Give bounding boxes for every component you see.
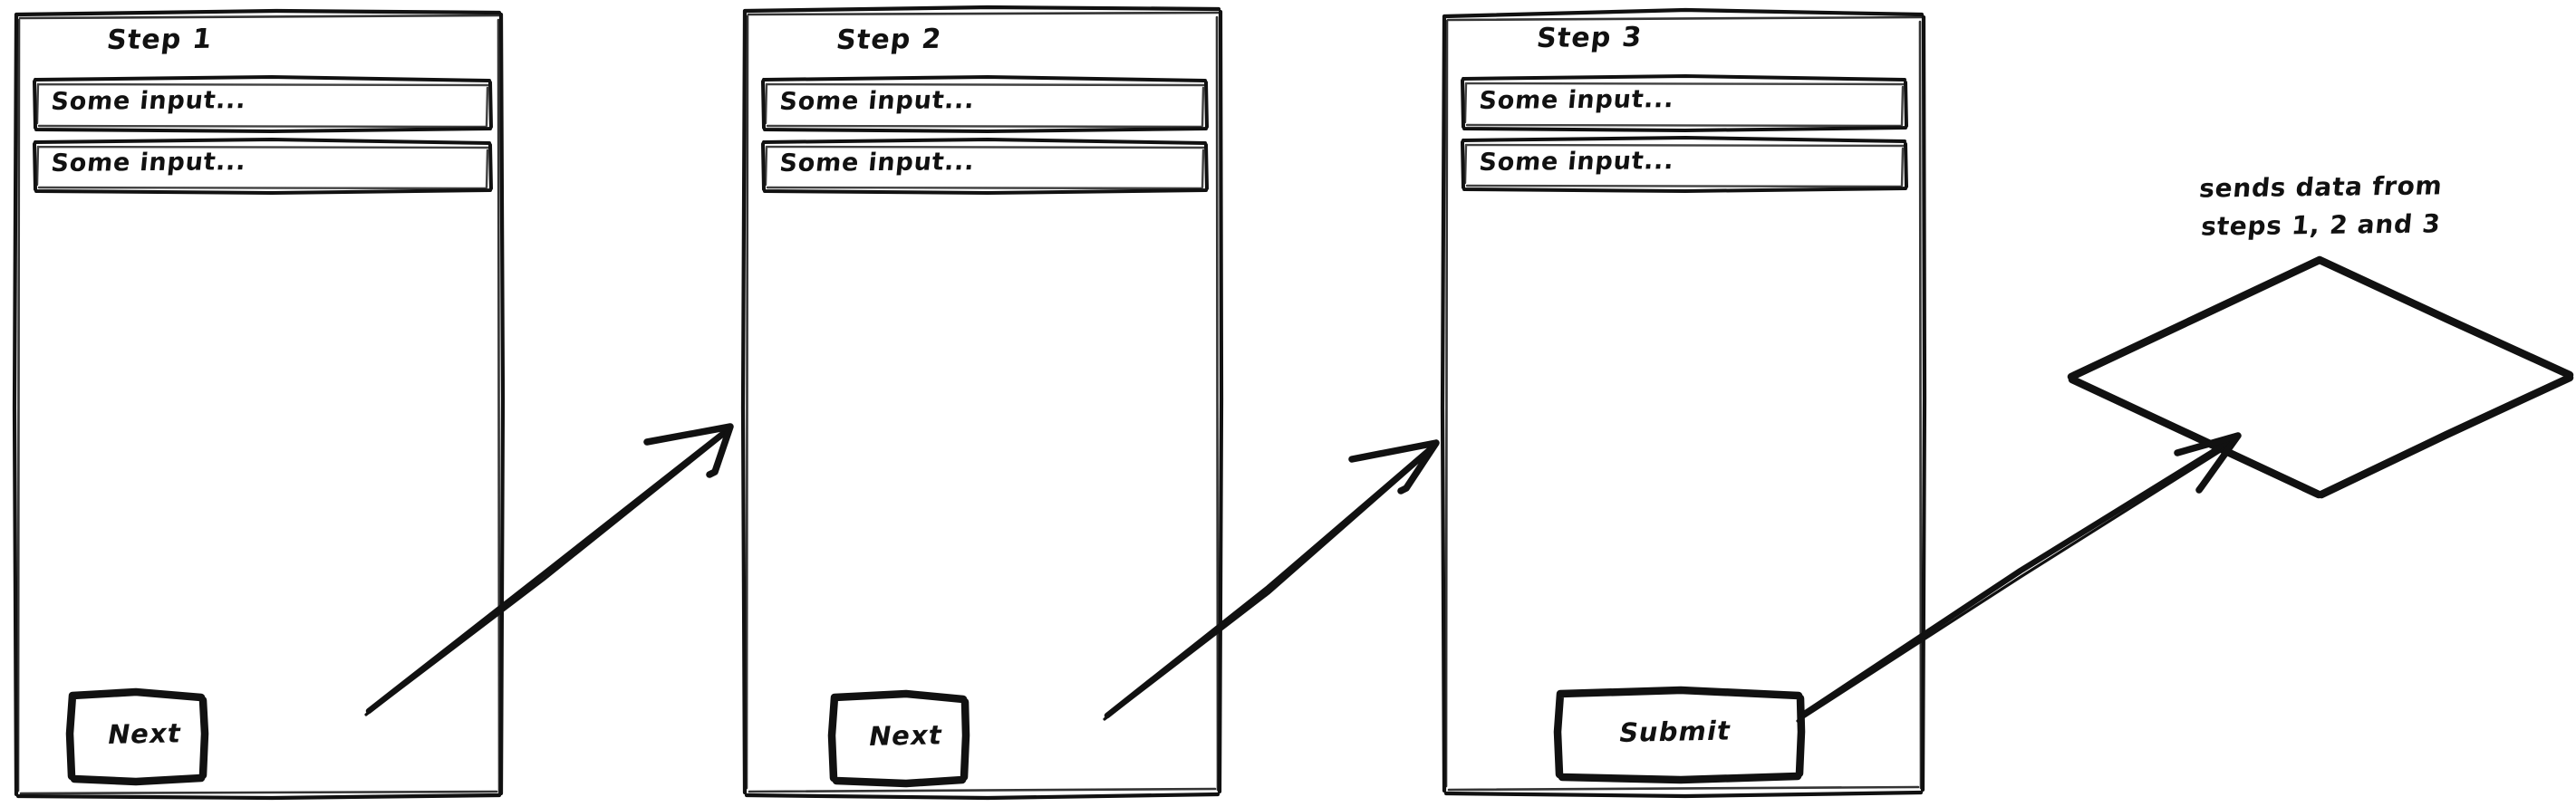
step-1-panel[interactable] xyxy=(12,8,506,801)
step-3-input-1-text: Some input... xyxy=(1478,85,1676,115)
step-1-input-1[interactable] xyxy=(33,75,493,133)
decision-text-line-1: sends data from xyxy=(2197,170,2445,204)
step-1-input-2[interactable] xyxy=(33,138,493,195)
step-2-input-1-text: Some input... xyxy=(778,86,977,116)
step-3-title: Step 3 xyxy=(1535,21,1645,54)
step-1-title: Step 1 xyxy=(105,23,215,56)
step-3-submit-button-label[interactable]: Submit xyxy=(1616,715,1734,748)
decision-text-line-2: steps 1, 2 and 3 xyxy=(2199,208,2443,242)
connector-arrow-3 xyxy=(1796,432,2242,723)
connector-arrow-2 xyxy=(1103,439,1440,721)
step-3-submit-button-shape[interactable] xyxy=(1553,686,1806,784)
step-2-input-2[interactable] xyxy=(761,138,1209,195)
step-3-input-2[interactable] xyxy=(1461,136,1908,193)
step-2-title: Step 2 xyxy=(835,23,944,56)
step-1-input-1-text: Some input... xyxy=(50,86,248,116)
step-2-input-2-text: Some input... xyxy=(778,148,977,178)
step-3-input-2-text: Some input... xyxy=(1478,147,1676,177)
step-1-input-2-text: Some input... xyxy=(50,148,248,178)
step-2-panel[interactable] xyxy=(740,5,1224,801)
step-3-panel[interactable] xyxy=(1440,7,1927,799)
step-2-next-button-shape[interactable] xyxy=(827,689,970,788)
step-1-next-button-label[interactable]: Next xyxy=(105,717,185,750)
step-2-next-button-label[interactable]: Next xyxy=(866,719,946,752)
step-1-next-button-shape[interactable] xyxy=(65,687,209,786)
connector-arrow-1 xyxy=(364,423,734,716)
decision-diamond[interactable] xyxy=(2067,255,2574,499)
step-3-input-1[interactable] xyxy=(1461,74,1908,132)
step-2-input-1[interactable] xyxy=(761,75,1209,133)
